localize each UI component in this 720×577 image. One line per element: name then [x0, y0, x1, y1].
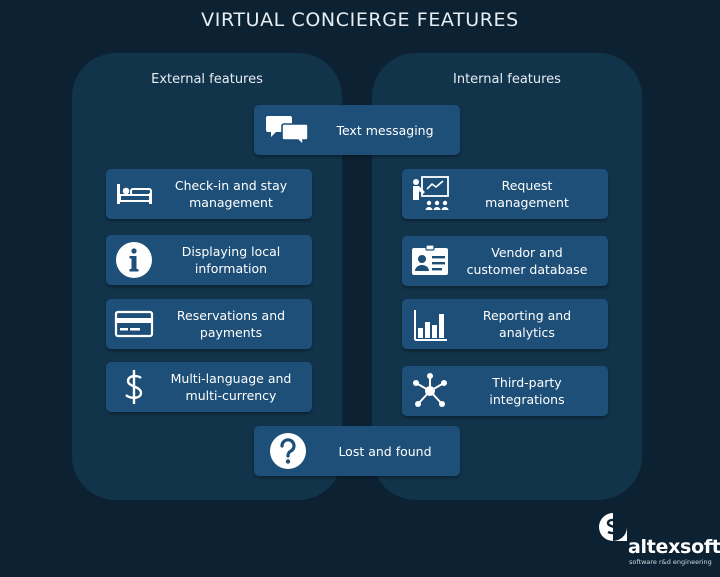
bar-chart-icon [410, 304, 450, 344]
request-management-card: Request management [402, 169, 608, 219]
local-info-label: Displaying local information [181, 244, 281, 276]
multi-currency-label: Multi-language and multi-currency [170, 371, 292, 403]
info-icon [114, 240, 154, 280]
text-messaging-label: Text messaging [336, 122, 434, 138]
reporting-label: Reporting and analytics [482, 308, 572, 340]
lost-and-found-label: Lost and found [338, 443, 432, 459]
logo-brand-text: altexsoft [628, 536, 720, 558]
text-messaging-card: Text messaging [254, 105, 460, 155]
reservations-label: Reservations and payments [176, 308, 286, 340]
bed-icon [114, 174, 154, 214]
id-card-icon [410, 241, 450, 281]
request-management-label: Request management [485, 178, 569, 210]
chat-bubbles-icon [266, 110, 310, 150]
network-icon [410, 371, 450, 411]
integrations-card: Third-party integrations [402, 366, 608, 416]
altexsoft-logo: altexsoft software r&d engineering [598, 512, 720, 566]
check-in-label: Check-in and stay management [174, 178, 288, 210]
credit-card-icon [114, 304, 154, 344]
page-title: VIRTUAL CONCIERGE FEATURES [201, 9, 519, 31]
multi-currency-card: Multi-language and multi-currency [106, 362, 312, 412]
integrations-label: Third-party integrations [489, 375, 565, 407]
local-info-card: Displaying local information [106, 235, 312, 285]
reservations-card: Reservations and payments [106, 299, 312, 349]
lost-and-found-card: Lost and found [254, 426, 460, 476]
altexsoft-logo-mark-icon [598, 512, 628, 542]
logo-tagline: software r&d engineering [629, 558, 712, 566]
reporting-card: Reporting and analytics [402, 299, 608, 349]
question-mark-icon [266, 431, 310, 471]
vendor-database-card: Vendor and customer database [402, 236, 608, 286]
presentation-icon [410, 174, 450, 214]
internal-features-label: Internal features [453, 72, 561, 87]
dollar-icon [114, 367, 154, 407]
external-features-label: External features [151, 72, 263, 87]
vendor-database-label: Vendor and customer database [466, 245, 588, 277]
check-in-card: Check-in and stay management [106, 169, 312, 219]
